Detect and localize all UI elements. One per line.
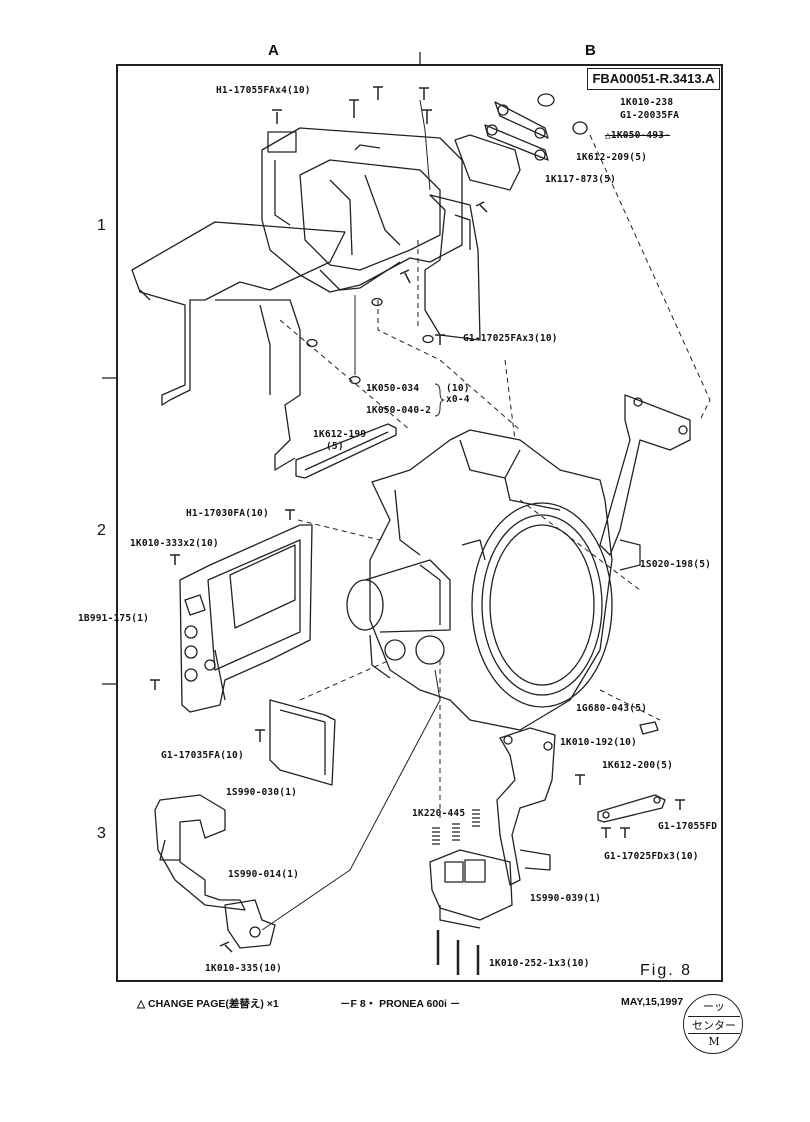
page-reference: －F 8・ PRONEA 600i －	[340, 998, 461, 1010]
column-label-b: B	[585, 42, 596, 59]
part-label: 1S990-030(1)	[226, 787, 298, 798]
part-label: G1-17025FDx3(10)	[604, 851, 699, 862]
part-label-qty: (10)	[446, 383, 470, 394]
switch-block	[429, 849, 513, 929]
flex-circuit-top	[131, 221, 346, 406]
part-label: 1K010-192(10)	[560, 737, 637, 748]
part-label: G1-17055FD	[658, 821, 718, 832]
part-label: 1S990-039(1)	[530, 893, 602, 904]
change-page-note: △ CHANGE PAGE(差替え) ×1	[137, 998, 279, 1010]
part-label: 1K220-445	[412, 808, 466, 819]
part-label: 1K050-034	[366, 383, 420, 394]
part-label: 1K612-199	[313, 429, 367, 440]
main-body-chassis	[346, 429, 641, 731]
row-label-1: 1	[97, 217, 106, 234]
stamp-line-1: ーッ	[703, 1000, 725, 1013]
part-label: 1K010-252-1x3(10)	[489, 958, 590, 969]
part-label: 1B991-175(1)	[78, 613, 150, 624]
part-label: 1K612-209(5)	[576, 152, 648, 163]
row-label-3: 3	[97, 825, 106, 842]
springs	[432, 809, 480, 845]
part-label: 1G680-043(5)	[576, 703, 648, 714]
stamp-line-2: センター	[688, 1016, 740, 1034]
part-label: H1-17030FA(10)	[186, 508, 269, 519]
part-label: G1-20035FA	[620, 110, 680, 121]
part-label: 1S990-014(1)	[228, 869, 300, 880]
mirror-box-assembly	[261, 127, 463, 293]
part-label: 1K010-238	[620, 97, 674, 108]
part-label-deleted: △1K050-493-	[605, 130, 671, 141]
part-label: G1-17035FA(10)	[161, 750, 244, 761]
link-plate-1k612-200	[597, 794, 666, 823]
flex-circuit-right	[599, 394, 691, 556]
flex-1s990-014	[154, 794, 246, 911]
shutter-unit	[179, 524, 313, 713]
shutter-plate-top	[454, 134, 521, 191]
part-label: H1-17055FAx4(10)	[216, 85, 311, 96]
service-center-stamp: ーッ センター M	[683, 994, 743, 1054]
plate-1s990-039	[496, 727, 556, 886]
issue-date: MAY,15,1997	[621, 996, 684, 1008]
cover-plate-1s990-030	[269, 699, 336, 786]
part-label: G1-17025FAx3(10)	[463, 333, 558, 344]
part-label-qty: x0-4	[446, 394, 470, 405]
part-label: 1K612-200(5)	[602, 760, 674, 771]
figure-number: Fig. 8	[640, 962, 693, 979]
part-label: 1K010-333x2(10)	[130, 538, 219, 549]
thin-strip-plate	[295, 423, 397, 479]
stamp-line-3: M	[708, 1035, 720, 1048]
part-label-qty: (5)	[326, 441, 344, 452]
small-bracket-1g680	[639, 721, 659, 735]
side-bracket-top	[424, 194, 481, 341]
part-label: 1K117-873(5)	[545, 174, 617, 185]
part-label: 1K050-040-2	[366, 405, 432, 416]
document-id: FBA00051-R.3413.A	[587, 68, 720, 90]
part-label: 1K010-335(10)	[205, 963, 282, 974]
part-label: 1S020-198(5)	[640, 559, 712, 570]
row-label-2: 2	[97, 522, 106, 539]
column-label-a: A	[268, 42, 279, 59]
